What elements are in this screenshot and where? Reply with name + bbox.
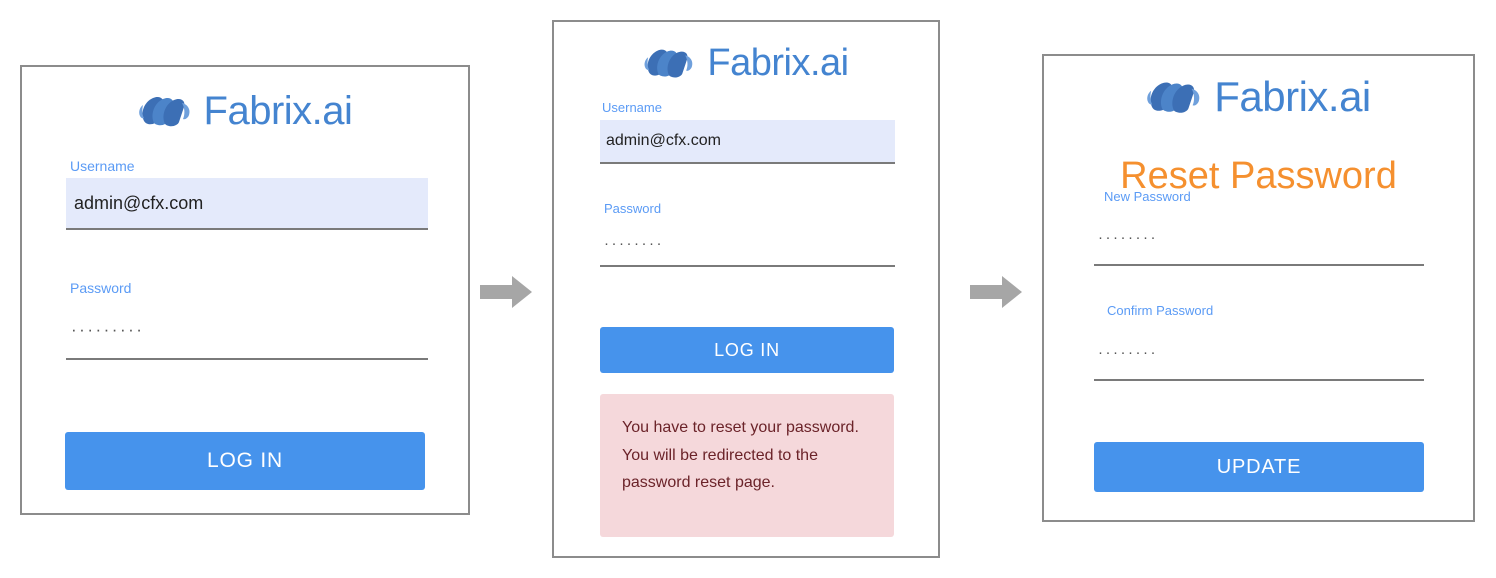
brand-wordmark: Fabrix.ai <box>203 89 353 133</box>
brand-wordmark: Fabrix.ai <box>707 42 849 84</box>
page-title: Reset Password <box>1120 155 1397 197</box>
update-button[interactable]: UPDATE <box>1094 442 1424 492</box>
reset-password-screen-panel: Fabrix.ai Reset Password New Password ··… <box>1042 54 1475 522</box>
flow-arrow-2 <box>968 272 1024 312</box>
username-label: Username <box>70 158 135 174</box>
password-label: Password <box>70 280 132 296</box>
fabrix-m-logo-icon <box>1147 82 1200 113</box>
username-label: Username <box>602 100 662 115</box>
password-label: Password <box>604 201 662 216</box>
right-arrow-icon <box>480 276 532 308</box>
login-screen-panel: Fabrix.ai Username admin@cfx.com Passwor… <box>20 65 470 515</box>
brand-logo: Fabrix.ai <box>1044 76 1473 118</box>
confirm-password-label: Confirm Password <box>1107 303 1214 318</box>
fabrix-m-logo-icon <box>138 96 190 127</box>
new-password-input[interactable]: ········ <box>1094 211 1424 266</box>
right-arrow-icon <box>970 276 1022 308</box>
brand-logo: Fabrix.ai <box>554 44 938 82</box>
username-input[interactable]: admin@cfx.com <box>600 120 895 164</box>
fabrix-m-logo-icon <box>644 49 693 78</box>
password-input[interactable]: ········ <box>600 222 895 267</box>
login-button[interactable]: LOG IN <box>65 432 425 490</box>
brand-wordmark: Fabrix.ai <box>1214 73 1371 120</box>
confirm-password-input[interactable]: ········ <box>1094 326 1424 381</box>
new-password-label: New Password <box>1104 189 1191 204</box>
brand-logo: Fabrix.ai <box>22 91 468 131</box>
login-error-screen-panel: Fabrix.ai Username admin@cfx.com Passwor… <box>552 20 940 558</box>
login-button[interactable]: LOG IN <box>600 327 894 373</box>
password-input[interactable]: ········· <box>66 302 428 360</box>
username-input[interactable]: admin@cfx.com <box>66 178 428 230</box>
flow-arrow-1 <box>478 272 534 312</box>
reset-password-alert: You have to reset your password. You wil… <box>600 394 894 537</box>
